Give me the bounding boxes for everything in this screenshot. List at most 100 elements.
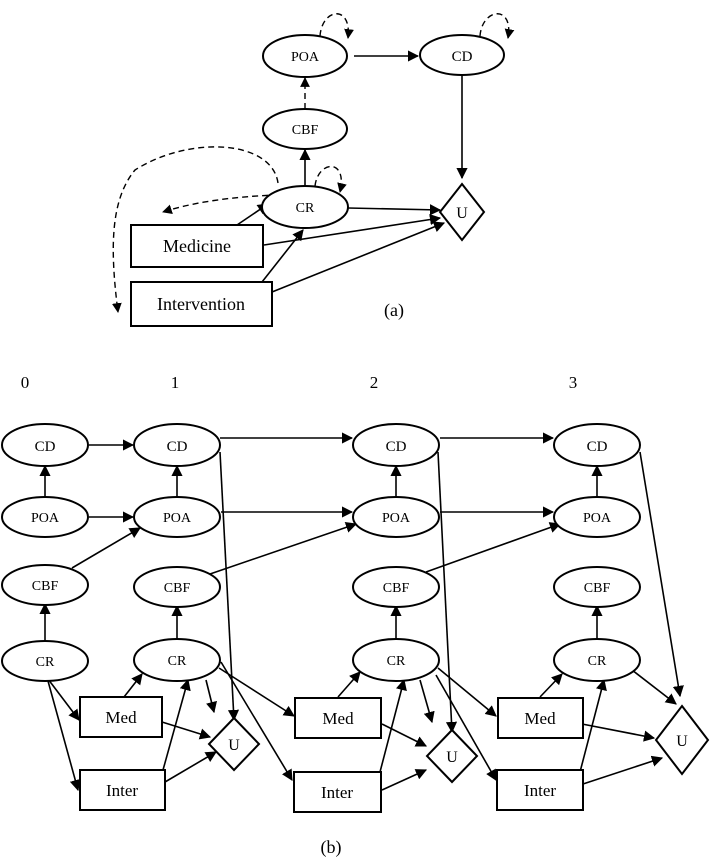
caption-b: (b) xyxy=(321,837,342,858)
edge-b-cr0-med1 xyxy=(47,678,80,721)
node-b3-cd: CD xyxy=(553,423,641,467)
edge-b1-med-u xyxy=(161,721,212,740)
node-b2-cd-label: CD xyxy=(386,439,407,455)
node-a-cr: CR xyxy=(261,185,349,229)
loop-a-cd xyxy=(479,13,515,39)
node-b2-cr: CR xyxy=(352,638,440,682)
node-b2-inter: Inter xyxy=(293,771,382,813)
node-b3-inter-label: Inter xyxy=(524,781,556,800)
node-a-u: U xyxy=(438,182,486,242)
edge-b-cbf0-poa1 xyxy=(71,527,141,569)
node-b3-u-label: U xyxy=(676,733,688,750)
edge-b1-inter-cr xyxy=(162,678,191,771)
node-b2-med-label: Med xyxy=(322,709,354,728)
node-b1-cbf: CBF xyxy=(133,566,221,608)
node-b3-cbf-label: CBF xyxy=(584,581,611,596)
node-b1-med: Med xyxy=(79,696,163,738)
slice-3-index: 3 xyxy=(569,373,578,392)
node-a-medicine-label: Medicine xyxy=(163,236,231,256)
node-b2-med: Med xyxy=(294,697,382,739)
node-b1-poa: POA xyxy=(133,496,221,538)
edge-a-cr-intervention xyxy=(112,146,279,313)
node-b1-inter-label: Inter xyxy=(106,781,138,800)
node-b0-cd-label: CD xyxy=(35,439,56,455)
edge-b-cd3-u3 xyxy=(639,451,684,698)
edge-a-cr-medicine xyxy=(162,194,279,214)
node-b2-cr-label: CR xyxy=(387,654,406,669)
node-b2-cbf: CBF xyxy=(352,566,440,608)
node-b0-cr: CR xyxy=(1,640,89,682)
node-b2-cd: CD xyxy=(352,423,440,467)
slice-0-index: 0 xyxy=(21,373,30,392)
node-b1-cd-label: CD xyxy=(167,439,188,455)
node-a-poa-label: POA xyxy=(291,50,320,65)
node-a-cr-label: CR xyxy=(296,201,315,216)
node-b2-poa: POA xyxy=(352,496,440,538)
edge-b-cd2-u2 xyxy=(437,451,458,734)
node-b3-poa-label: POA xyxy=(583,511,612,526)
node-b2-u-label: U xyxy=(446,749,458,766)
node-b1-u: U xyxy=(207,716,261,772)
node-b0-poa-label: POA xyxy=(31,511,60,526)
panel-b: 0 1 2 3 xyxy=(1,373,710,858)
edge-b2-inter-u xyxy=(381,769,428,791)
node-b3-cd-label: CD xyxy=(587,439,608,455)
node-b1-med-label: Med xyxy=(105,708,137,727)
node-a-cbf-label: CBF xyxy=(292,123,319,138)
node-b3-cr: CR xyxy=(553,638,641,682)
loop-a-poa xyxy=(319,13,354,39)
node-b0-cr-label: CR xyxy=(36,655,55,670)
node-b3-inter: Inter xyxy=(496,769,584,811)
edge-b3-cr-u xyxy=(631,669,677,705)
node-b1-inter: Inter xyxy=(79,769,166,811)
node-b2-poa-label: POA xyxy=(382,511,411,526)
edge-a-cr-u xyxy=(347,204,442,216)
node-a-intervention-label: Intervention xyxy=(157,294,245,314)
node-a-intervention: Intervention xyxy=(130,281,273,327)
node-a-cd-label: CD xyxy=(452,49,473,65)
edge-b-cbf2-poa3 xyxy=(425,522,562,573)
panel-a: POA CD CBF CR U Medicine Intervention (a… xyxy=(112,13,515,327)
node-b1-u-label: U xyxy=(228,737,240,754)
node-b2-cbf-label: CBF xyxy=(383,581,410,596)
node-b2-inter-label: Inter xyxy=(321,783,353,802)
edge-b3-med-cr xyxy=(539,673,563,698)
edge-b2-med-u xyxy=(381,723,428,747)
node-a-poa: POA xyxy=(262,34,348,78)
edge-b1-med-cr xyxy=(123,673,143,698)
edge-b-cr2-inter3 xyxy=(435,674,497,781)
node-b1-poa-label: POA xyxy=(163,511,192,526)
node-b0-cd: CD xyxy=(1,423,89,467)
edge-b2-cr-u xyxy=(419,679,435,724)
slice-1-index: 1 xyxy=(171,373,180,392)
edge-a-intervention-cr xyxy=(261,229,304,283)
node-b3-poa: POA xyxy=(553,496,641,538)
node-b3-u: U xyxy=(654,704,710,776)
edge-b-cbf1-poa2 xyxy=(209,521,358,575)
node-b3-cbf: CBF xyxy=(553,566,641,608)
node-b0-cbf: CBF xyxy=(1,564,89,606)
node-b3-cr-label: CR xyxy=(588,654,607,669)
edge-b-cr2-med3 xyxy=(437,667,497,717)
slice-2-index: 2 xyxy=(370,373,379,392)
edge-b2-med-cr xyxy=(337,671,361,698)
edge-b3-inter-u xyxy=(582,755,664,785)
edge-b1-inter-u xyxy=(164,751,217,783)
node-b0-poa: POA xyxy=(1,496,89,538)
node-b1-cd: CD xyxy=(133,423,221,467)
edge-b1-cr-u xyxy=(205,679,217,714)
node-b1-cr-label: CR xyxy=(168,654,187,669)
node-b1-cr: CR xyxy=(133,638,221,682)
node-b0-cbf-label: CBF xyxy=(32,579,59,594)
edge-b3-med-u xyxy=(581,723,656,742)
caption-a: (a) xyxy=(384,300,404,321)
edge-b-cr1-inter2 xyxy=(220,661,293,781)
node-a-medicine: Medicine xyxy=(130,224,264,268)
node-b1-cbf-label: CBF xyxy=(164,581,191,596)
node-b3-med: Med xyxy=(497,697,584,739)
edge-b2-inter-cr xyxy=(379,678,407,773)
node-a-cd: CD xyxy=(419,34,505,76)
node-a-cbf: CBF xyxy=(262,108,348,150)
node-b2-u: U xyxy=(425,728,479,784)
